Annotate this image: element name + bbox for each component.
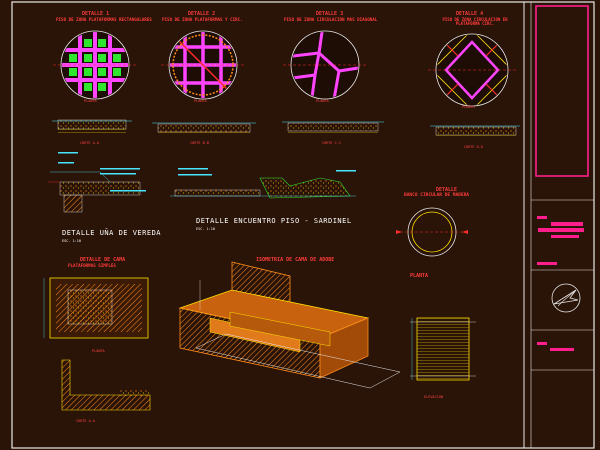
banco-elevation xyxy=(410,317,476,381)
logo-icon xyxy=(551,283,581,313)
detail-2-plan xyxy=(161,30,245,100)
vereda-title: DETALLE UÑA DE VEREDA xyxy=(62,229,162,237)
detail-1-subtitle: PISO DE ZONA PLATAFORMAS RECTANGULARES xyxy=(56,17,152,22)
detail-4-plan-label: PLANTA xyxy=(462,105,475,109)
detail-3-plan xyxy=(283,30,367,100)
vereda-scale: ESC. 1:10 xyxy=(62,239,81,243)
cama-plan xyxy=(43,277,149,339)
sheet-frame xyxy=(11,1,595,449)
banco-plan xyxy=(396,207,468,257)
detail-3-title: DETALLE 3 xyxy=(316,11,344,17)
cut-section-d xyxy=(430,125,520,138)
encuentro-title: DETALLE ENCUENTRO PISO - SARDINEL xyxy=(196,217,352,225)
detail-1-plan xyxy=(53,30,137,100)
banco-subtitle: BANCO CIRCULAR DE MADERA xyxy=(404,193,470,198)
cama-plan-label: PLANTA xyxy=(92,349,105,353)
cut-section-c xyxy=(282,121,384,134)
detail-3-cut-label: CORTE C-C xyxy=(322,141,341,145)
banco-plan-label: PLANTA xyxy=(410,273,429,279)
detail-1-title: DETALLE 1 xyxy=(82,11,110,17)
detail-2-plan-label: PLANTA xyxy=(194,99,207,103)
detail-4-plan xyxy=(428,33,516,107)
cut-section-a xyxy=(52,119,132,133)
detail-4-cut-label: CORTE D-D xyxy=(464,145,483,149)
detail-4-title: DETALLE 4 xyxy=(456,11,484,17)
detail-4-subtitle: PISO DE ZONA CIRCULACION EN PLATAFORMA C… xyxy=(442,17,508,26)
detail-3-plan-label: PLANTA xyxy=(316,99,329,103)
title-block-text-marks xyxy=(537,216,584,351)
isometric-title: ISOMETRIA DE CAMA DE ADOBE xyxy=(256,257,335,263)
detail-2-cut-label: CORTE B-B xyxy=(190,141,209,145)
cama-cut-label: CORTE A-A xyxy=(76,419,95,423)
title-block-box xyxy=(535,5,589,177)
detail-2-subtitle: PISO DE ZONA PLATAFORMAS Y CIRC. xyxy=(162,17,243,22)
banco-title: DETALLE xyxy=(436,187,458,193)
banco-elev-label: ELEVACION xyxy=(424,395,443,399)
cama-subtitle: PLATAFORMAS SIMPLES xyxy=(68,263,116,268)
vereda-detail xyxy=(48,171,141,213)
detail-2-title: DETALLE 2 xyxy=(188,11,216,17)
encuentro-scale: ESC. 1:10 xyxy=(196,227,215,231)
detail-1-plan-label: PLANTA xyxy=(84,99,97,103)
cama-section xyxy=(61,359,151,411)
encuentro-detail xyxy=(170,177,356,199)
detail-3-subtitle: PISO DE ZONA CIRCULACION MAS DIAGONAL xyxy=(284,17,378,22)
cama-title: DETALLE DE CAMA xyxy=(80,257,126,263)
cut-section-b xyxy=(152,122,256,135)
isometric-cama xyxy=(178,261,401,389)
annotation-marks xyxy=(58,152,356,192)
detail-1-cut-label: CORTE A-A xyxy=(80,141,99,145)
